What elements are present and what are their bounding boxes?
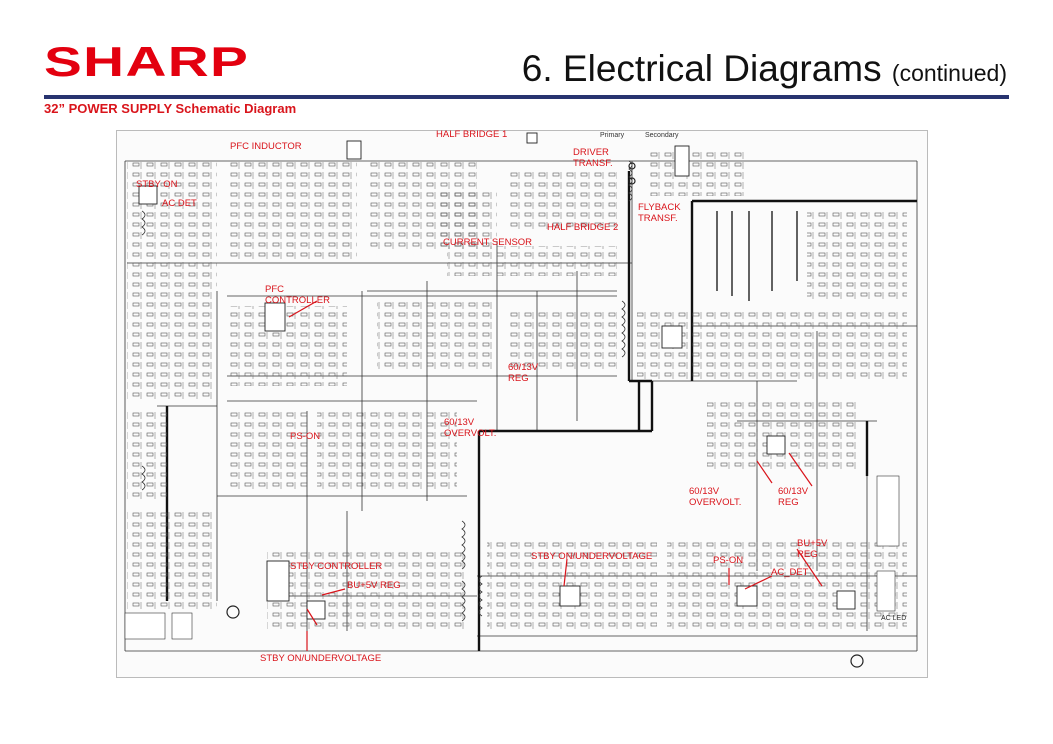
label-stby-on-undervoltage-mid: STBY ON/UNDERVOLTAGE — [531, 551, 653, 562]
page-title-suffix: (continued) — [891, 60, 1007, 86]
label-60-13v-overvolt-right: 60/13V OVERVOLT. — [689, 486, 742, 508]
label-ac-det-right: AC_DET — [771, 567, 809, 578]
label-stby-on-undervoltage-bottom: STBY ON/UNDERVOLTAGE — [260, 653, 382, 664]
diagram-subtitle: 32” POWER SUPPLY Schematic Diagram — [44, 101, 297, 116]
schematic-diagram: Primary Secondary AC LED HALF BRIDGE 1 P… — [116, 129, 928, 678]
label-pfc-inductor: PFC INDUCTOR — [230, 141, 302, 152]
primary-label: Primary — [600, 132, 625, 139]
label-half-bridge-1: HALF BRIDGE 1 — [436, 129, 508, 140]
label-ac-det-left: AC DET — [162, 198, 197, 209]
secondary-label: Secondary — [645, 132, 679, 139]
label-60-13v-reg: 60/13V REG — [508, 362, 539, 384]
label-ps-on-left: PS-ON — [290, 431, 321, 442]
label-half-bridge-2: HALF BRIDGE 2 — [547, 222, 619, 233]
schematic-wiring — [124, 132, 918, 668]
header-rule — [44, 95, 1009, 99]
label-driver-transf: DRIVER TRANSF. — [573, 147, 613, 169]
label-pfc-controller: PFC CONTROLLER — [265, 284, 330, 306]
label-60-13v-reg-right: 60/13V REG — [778, 486, 809, 508]
label-stby-controller: STBY CONTROLLER — [290, 561, 383, 572]
label-ps-on-right: PS-ON — [713, 555, 744, 566]
label-current-sensor: CURRENT SENSOR — [443, 237, 533, 248]
label-stby-on: STBY ON — [136, 179, 178, 190]
label-60-13v-overvolt: 60/13V OVERVOLT. — [444, 417, 497, 439]
sharp-logo: SHARP — [44, 38, 250, 85]
page-title-main: 6. Electrical Diagrams — [521, 48, 882, 89]
page-title: 6. Electrical Diagrams (continued) — [522, 48, 1007, 90]
connector-label: AC LED — [881, 615, 907, 622]
label-bu5v-reg-left: BU+5V REG — [347, 580, 401, 591]
label-bu5v-reg-right: BU+5V REG — [797, 538, 828, 560]
label-flyback-transf: FLYBACK TRANSF. — [638, 202, 681, 224]
